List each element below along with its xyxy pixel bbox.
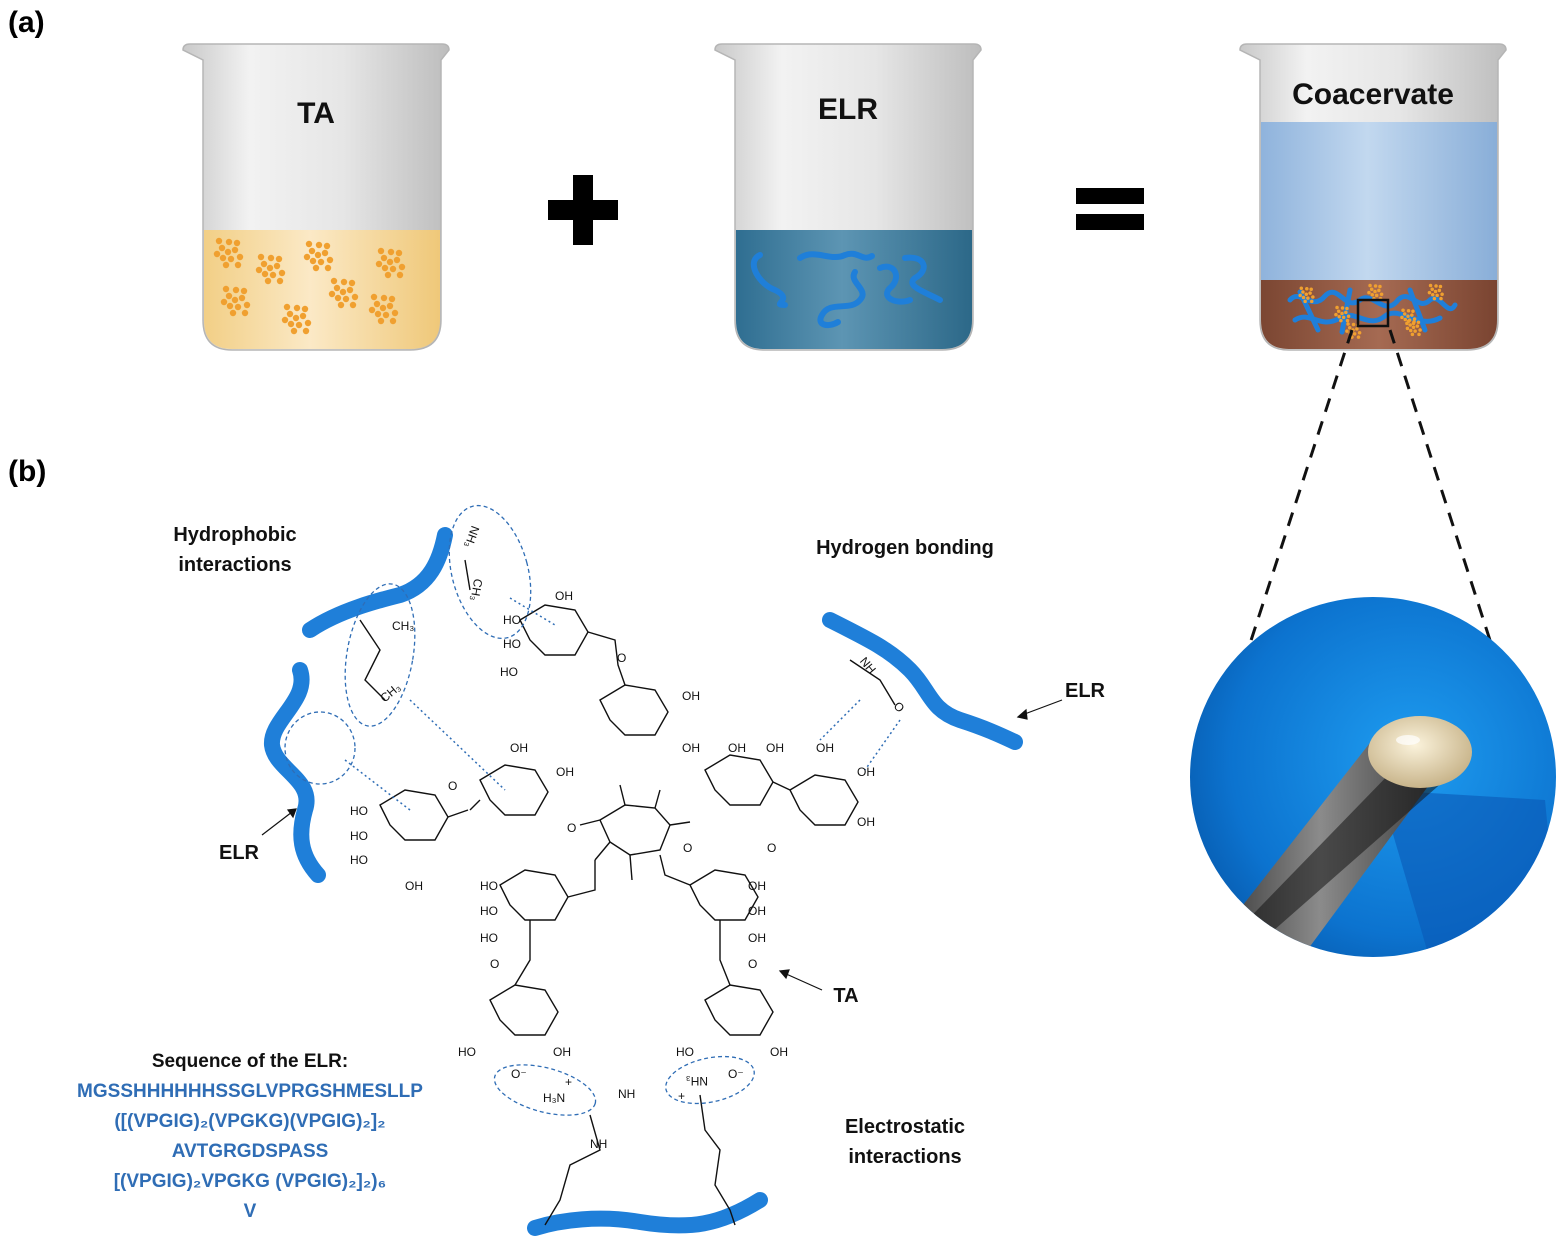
chem-label: OH	[816, 741, 834, 755]
chem-label: O	[748, 957, 757, 971]
chem-label: O⁻	[728, 1067, 744, 1081]
chem-label: OH	[857, 815, 875, 829]
chem-label: OH	[553, 1045, 571, 1059]
elr-label-right: ELR	[1065, 680, 1105, 702]
elr-tubes	[264, 527, 1023, 1236]
electrostatic-label-line2: interactions	[848, 1146, 962, 1168]
sequence-line: ([(VPGIG)₂(VPGKG)(VPGIG)₂]₂	[114, 1111, 386, 1132]
beaker-ta	[182, 43, 450, 351]
elr-chains	[750, 250, 943, 329]
chem-label: NH₃	[461, 524, 482, 550]
chem-label: OH	[682, 689, 700, 703]
elr-sequence: Sequence of the ELR: MGSSHHHHHHSSGLVPRGS…	[50, 1047, 450, 1227]
chem-label: OH	[555, 589, 573, 603]
chem-label: OH	[770, 1045, 788, 1059]
panel-label-a: (a)	[8, 6, 45, 39]
chem-label: OH	[857, 765, 875, 779]
label-arrows	[261, 699, 1063, 991]
chem-label: CH₃	[392, 619, 414, 633]
sequence-line: V	[243, 1201, 257, 1222]
hydrogen-bonding-label: Hydrogen bonding	[816, 537, 994, 559]
chem-label: O	[490, 957, 499, 971]
sequence-title: Sequence of the ELR:	[151, 1051, 349, 1072]
chem-label: HO	[503, 613, 521, 627]
zoom-lines	[1242, 329, 1499, 663]
chem-label: OH	[748, 931, 766, 945]
chem-label: H₃N	[543, 1091, 565, 1105]
plus-sign	[548, 175, 618, 245]
chem-label: OH	[728, 741, 746, 755]
beaker-label-ta: TA	[297, 97, 335, 130]
sequence-line: [(VPGIG)₂VPGKG (VPGIG)₂]₂)₆	[113, 1171, 387, 1192]
chem-label: HO	[676, 1045, 694, 1059]
chem-label: HO	[350, 804, 368, 818]
equals-sign	[1076, 188, 1144, 230]
chem-label: HO	[458, 1045, 476, 1059]
chem-label: NH	[590, 1137, 607, 1151]
zoom-box	[1356, 298, 1390, 328]
sequence-line: AVTGRGDSPASS	[171, 1141, 329, 1162]
chem-label: O	[448, 779, 457, 793]
beaker-coacervate	[1239, 43, 1507, 351]
chem-label: OH	[510, 741, 528, 755]
chem-label: HO	[480, 931, 498, 945]
panel-label-b: (b)	[8, 455, 47, 488]
chem-label: CH₃	[468, 578, 486, 602]
chem-label: +	[565, 1075, 572, 1089]
chem-label: NH	[857, 654, 879, 676]
chem-label: O	[683, 841, 692, 855]
ta-label: TA	[833, 985, 859, 1007]
chem-label: HO	[350, 853, 368, 867]
chem-label: HO	[503, 637, 521, 651]
hydrophobic-label-line2: interactions	[178, 554, 292, 576]
ta-molecule	[359, 559, 896, 1226]
chem-label: O⁻	[511, 1067, 527, 1081]
sequence-line: MGSSHHHHHHSSGLVPRGSHMESLLP	[77, 1081, 423, 1102]
chem-label: O	[767, 841, 776, 855]
chem-label: OH	[748, 904, 766, 918]
chem-label: HO	[350, 829, 368, 843]
chem-label: OH	[682, 741, 700, 755]
chem-label: +	[678, 1089, 685, 1103]
interaction-lines	[344, 597, 901, 811]
interaction-ellipses	[284, 504, 755, 1116]
chem-label: NH₃	[686, 1074, 708, 1088]
chem-label: O	[567, 821, 576, 835]
beaker-label-elr: ELR	[818, 93, 878, 126]
chem-label: NH	[618, 1087, 635, 1101]
hydrophobic-label-line1: Hydrophobic	[173, 524, 297, 546]
chem-label: OH	[405, 879, 423, 893]
electrostatic-label: Electrostatic interactions	[825, 1112, 985, 1172]
chem-label: OH	[766, 741, 784, 755]
beaker-elr	[714, 43, 982, 351]
chem-label: OH	[748, 879, 766, 893]
chem-label: HO	[500, 665, 518, 679]
electrostatic-label-line1: Electrostatic	[844, 1116, 966, 1138]
elr-label-left: ELR	[219, 842, 259, 864]
coacervate-photo	[1190, 597, 1556, 957]
chem-label: HO	[480, 904, 498, 918]
hydrophobic-label: Hydrophobic interactions	[150, 520, 320, 580]
chem-label: HO	[480, 879, 498, 893]
beaker-label-coacervate: Coacervate	[1292, 78, 1454, 111]
chem-label: O	[617, 651, 626, 665]
chem-label: OH	[556, 765, 574, 779]
